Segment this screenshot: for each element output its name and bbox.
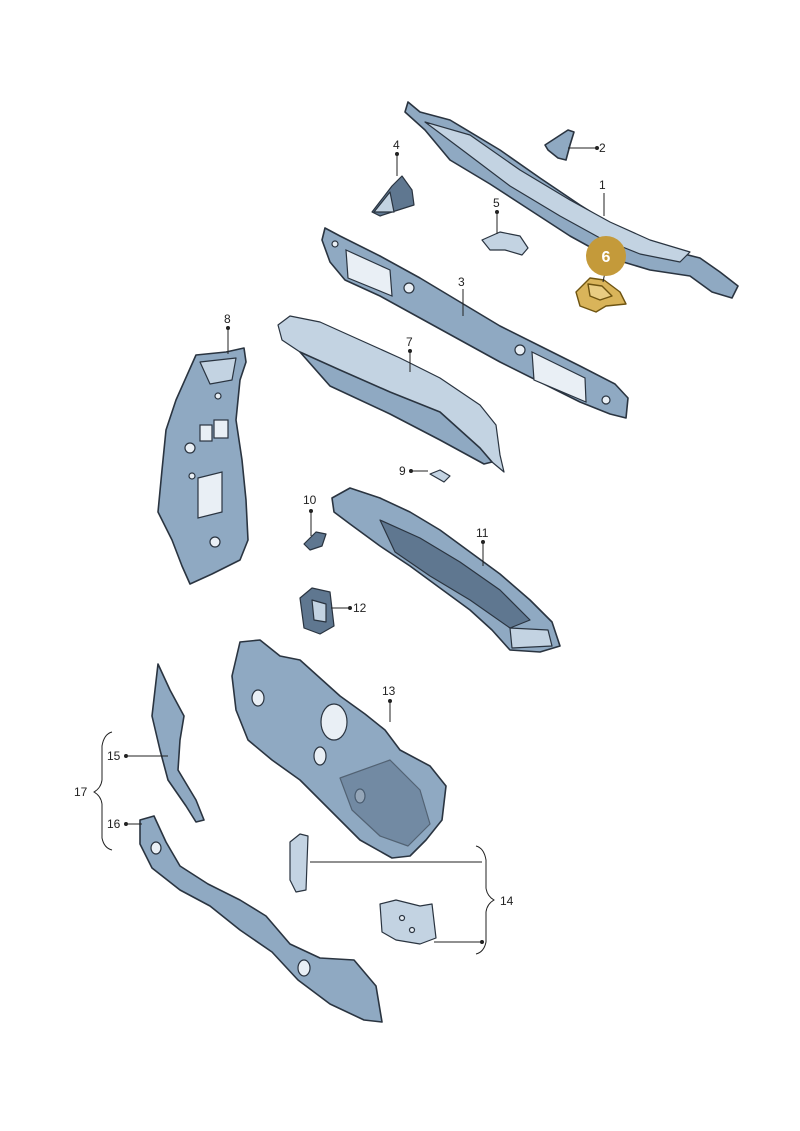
callout-7: 7 (406, 335, 413, 349)
callout-1: 1 (599, 178, 606, 192)
callout-8: 8 (224, 312, 231, 326)
part-12-bracket[interactable] (299, 587, 335, 635)
part-4-gusset-bracket[interactable] (371, 175, 415, 217)
callout-10: 10 (303, 493, 317, 507)
part-11-reinforcement[interactable] (331, 487, 561, 653)
callout-9: 9 (399, 464, 406, 478)
part-1-upper-cross-member[interactable] (404, 101, 739, 299)
callout-16: 16 (107, 817, 121, 831)
callout-17: 17 (74, 785, 88, 799)
callout-12: 12 (353, 601, 367, 615)
part-16-lower-panel[interactable] (139, 815, 383, 1023)
part-8-pillar-panel[interactable] (157, 347, 249, 585)
part-9-clip[interactable] (429, 469, 451, 483)
callout-6-circle (586, 236, 626, 276)
callout-13: 13 (382, 684, 396, 698)
callout-labels: 1 2 3 4 5 7 8 9 10 11 12 13 14 15 16 17 (74, 138, 606, 908)
part-15-side-panel[interactable] (151, 663, 205, 823)
callout-5: 5 (493, 196, 500, 210)
part-2-bracket[interactable] (544, 129, 575, 161)
callout-4: 4 (393, 138, 400, 152)
part-6-highlighted-bracket[interactable] (575, 277, 627, 313)
callout-2: 2 (599, 141, 606, 155)
part-14b-bracket[interactable] (379, 899, 437, 945)
callout-3: 3 (458, 275, 465, 289)
callout-6-badge[interactable]: 6 (586, 236, 626, 276)
callout-15: 15 (107, 749, 121, 763)
part-3-panel[interactable] (321, 227, 629, 419)
part-5-clip[interactable] (481, 231, 529, 256)
part-10-bracket[interactable] (303, 531, 327, 551)
callout-11: 11 (476, 526, 489, 540)
leader-lines (92, 146, 606, 955)
part-7-trim-strip[interactable] (277, 315, 505, 473)
callout-14: 14 (500, 894, 514, 908)
callout-6: 6 (602, 249, 611, 266)
part-13-insulation[interactable] (231, 639, 447, 859)
part-14a-bracket[interactable] (289, 833, 309, 893)
